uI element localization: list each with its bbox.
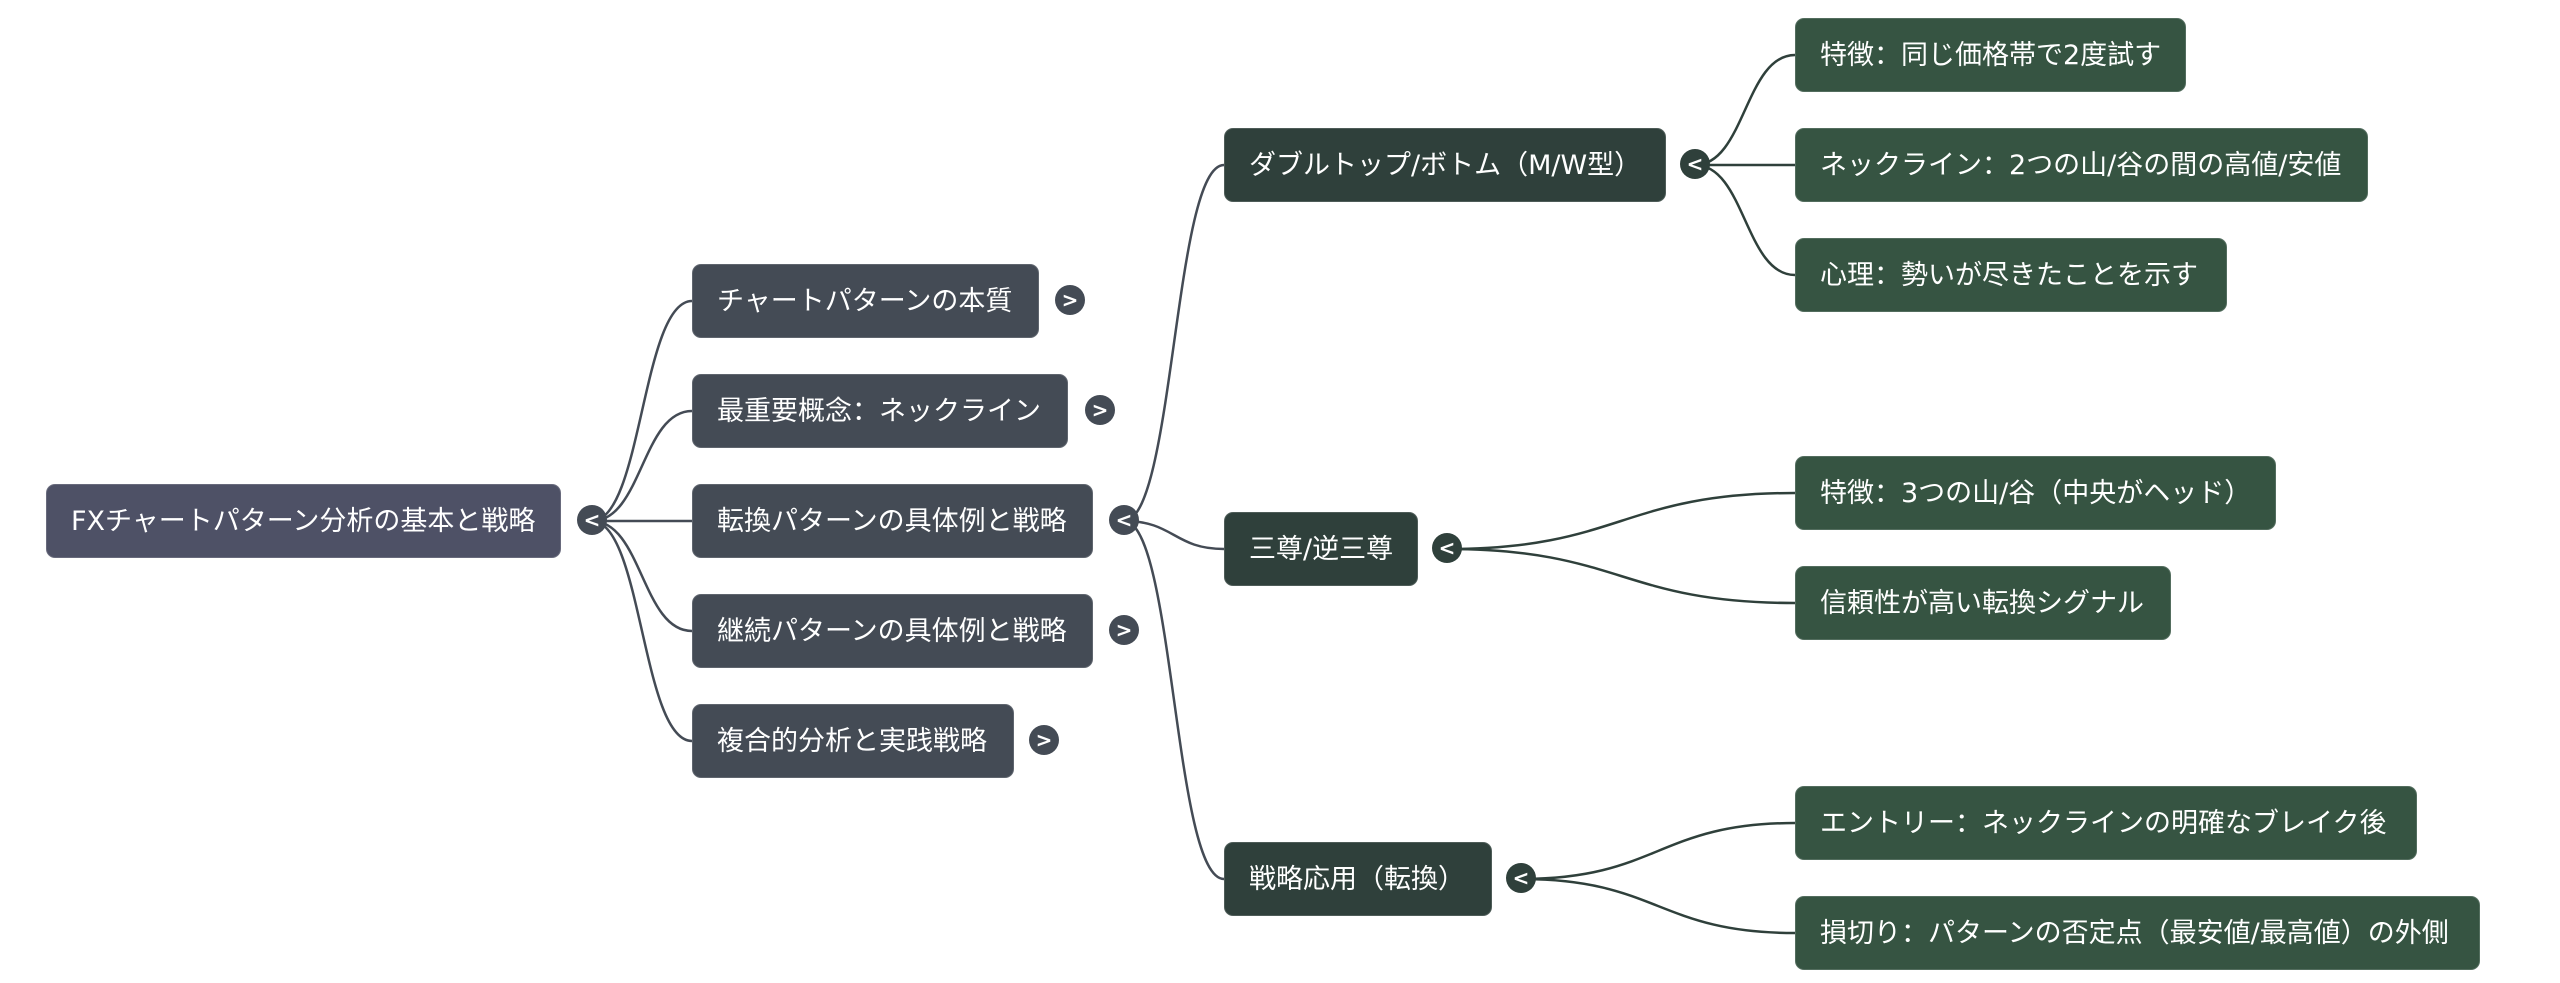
connector-line [1694,163,1796,277]
collapse-toggle-root[interactable]: < [577,505,607,535]
expand-toggle[interactable]: > [1029,725,1059,755]
topic-composite-analysis[interactable]: 複合的分析と実践戦略 [692,704,1014,778]
leaf-node[interactable]: 特徴：3つの山/谷（中央がヘッド） [1795,456,2276,530]
connector-line [1520,821,1796,881]
connector-line [591,409,693,523]
topic-neckline[interactable]: 最重要概念：ネックライン [692,374,1068,448]
connector-line [1520,877,1796,935]
leaf-node[interactable]: 特徴：同じ価格帯で2度試す [1795,18,2186,92]
connector-line [591,299,693,523]
leaf-node[interactable]: ネックライン：2つの山/谷の間の高値/安値 [1795,128,2368,202]
connector-line [591,519,693,743]
topic-double-top-bottom[interactable]: ダブルトップ/ボトム（M/W型） [1224,128,1666,202]
topic-head-and-shoulders[interactable]: 三尊/逆三尊 [1224,512,1418,586]
connector-line [1446,547,1796,605]
leaf-node[interactable]: 信頼性が高い転換シグナル [1795,566,2171,640]
collapse-toggle[interactable]: < [1109,505,1139,535]
topic-reversal-patterns[interactable]: 転換パターンの具体例と戦略 [692,484,1093,558]
connector-line [1446,491,1796,551]
connector-line [1123,163,1225,523]
topic-continuation-patterns[interactable]: 継続パターンの具体例と戦略 [692,594,1093,668]
expand-toggle[interactable]: > [1055,285,1085,315]
collapse-toggle[interactable]: < [1506,863,1536,893]
expand-toggle[interactable]: > [1109,615,1139,645]
expand-toggle[interactable]: > [1085,395,1115,425]
leaf-node[interactable]: 心理：勢いが尽きたことを示す [1795,238,2227,312]
collapse-toggle[interactable]: < [1680,149,1710,179]
leaf-node[interactable]: エントリー：ネックラインの明確なブレイク後 [1795,786,2417,860]
root-node[interactable]: FXチャートパターン分析の基本と戦略 [46,484,561,558]
connector-line [591,519,693,633]
connector-line [1123,519,1225,881]
collapse-toggle[interactable]: < [1432,533,1462,563]
topic-chart-pattern-essence[interactable]: チャートパターンの本質 [692,264,1039,338]
connector-line [1694,53,1796,167]
topic-strategy-application[interactable]: 戦略応用（転換） [1224,842,1492,916]
leaf-node[interactable]: 損切り：パターンの否定点（最安値/最高値）の外側 [1795,896,2480,970]
